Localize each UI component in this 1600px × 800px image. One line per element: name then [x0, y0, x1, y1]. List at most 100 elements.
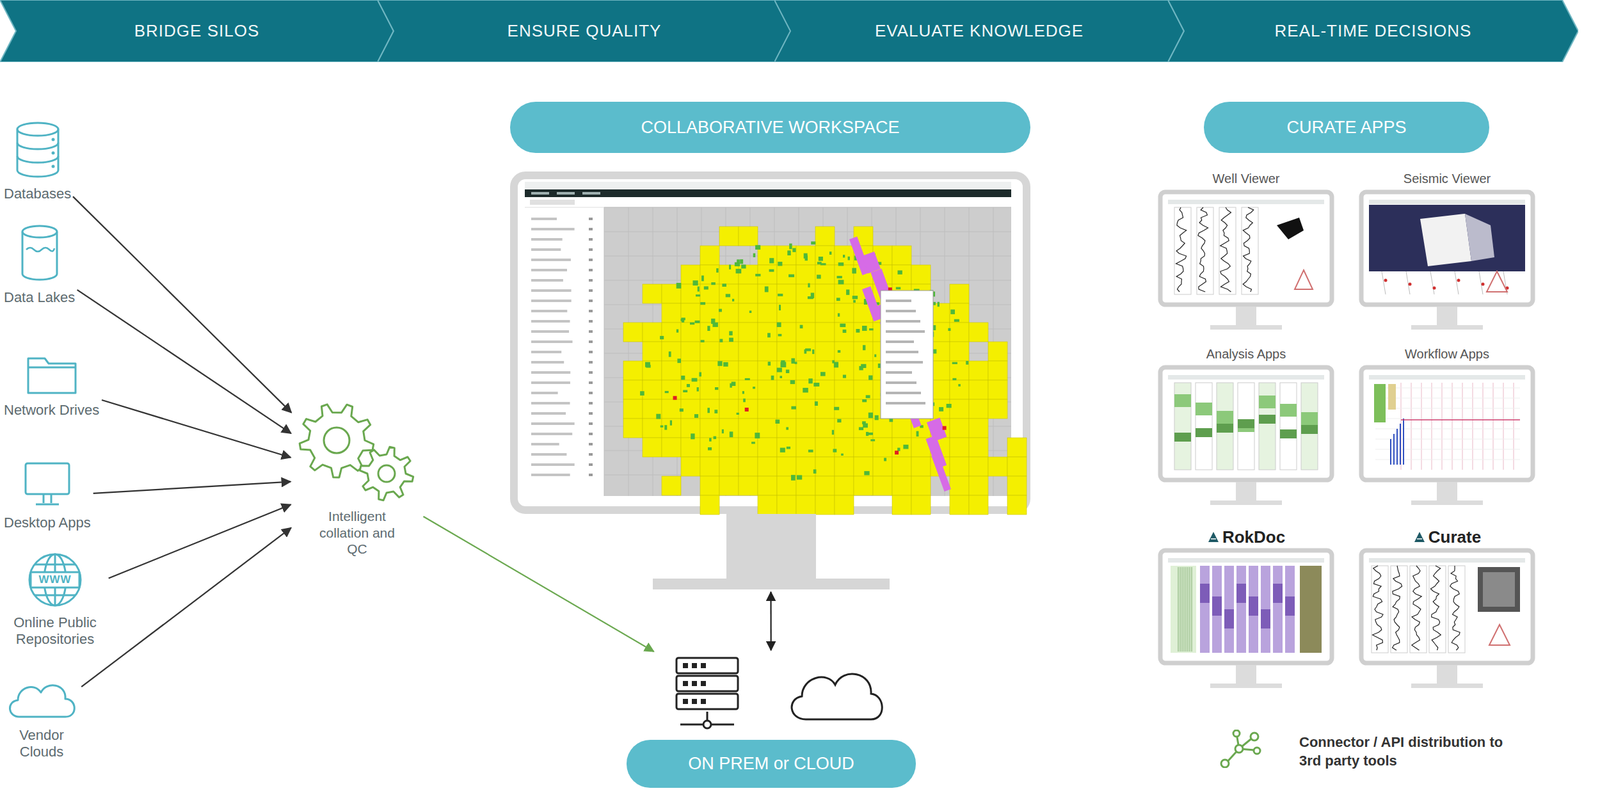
menu-item: [885, 401, 926, 405]
lease-block: [642, 341, 662, 361]
map-area: [604, 207, 1012, 496]
well-spot: [664, 391, 669, 393]
browser-bar: [524, 181, 1012, 190]
lease-block: [757, 399, 777, 419]
logo-triangle: [1414, 531, 1425, 543]
menu-item: [885, 391, 921, 395]
log-curve: [1242, 207, 1254, 292]
well-spot: [696, 387, 699, 392]
lease-block: [949, 284, 969, 304]
lease-block: [1007, 495, 1027, 515]
well-spot: [952, 378, 957, 381]
zone: [1280, 403, 1297, 417]
pill-node: CURATE APPS: [1203, 101, 1490, 153]
lease-block: [815, 226, 835, 246]
well-spot: [813, 469, 817, 473]
lease-block: [834, 495, 854, 515]
screen: [1168, 375, 1325, 473]
well-spot: [767, 332, 771, 338]
lease-block: [892, 264, 912, 285]
lease-block: [1007, 456, 1027, 477]
well-spot: [916, 431, 920, 437]
monitor-illustration: [510, 171, 1031, 590]
lease-block: [796, 303, 816, 323]
list-row: [531, 391, 559, 395]
data-lake-icon: [22, 225, 57, 238]
connector-icon: [1233, 730, 1240, 737]
connector-arrow: [423, 516, 655, 652]
lease-block: [911, 456, 931, 477]
list-row: [588, 299, 593, 303]
list-row: [531, 248, 561, 251]
well-spot: [743, 398, 746, 403]
red-marker: [942, 426, 947, 431]
well-spot: [838, 279, 845, 285]
grid-line: [1431, 382, 1433, 470]
server-icon: [682, 680, 688, 687]
grid-line: [1472, 382, 1474, 470]
server-icon: [691, 663, 697, 669]
menu-item: [885, 381, 917, 384]
lease-block: [700, 437, 720, 457]
lease-block: [757, 418, 777, 438]
list-row: [588, 473, 593, 477]
menu-item: [885, 371, 912, 374]
lease-block: [776, 360, 797, 381]
lease-block: [738, 380, 758, 400]
well-spot: [858, 426, 864, 431]
monitor-frame: [1160, 192, 1332, 305]
well-spot: [802, 387, 809, 393]
lease-block: [757, 341, 777, 361]
red-marker: [744, 407, 749, 412]
well-spot: [791, 474, 796, 481]
screen: [1168, 199, 1325, 297]
list-row: [531, 401, 571, 405]
map-grid: [604, 231, 1012, 233]
lease-block: [815, 264, 835, 285]
monitor-stand: [1436, 306, 1458, 326]
lease-block: [757, 245, 777, 265]
server-icon: [700, 698, 706, 704]
lease-block: [738, 226, 758, 246]
list-row: [531, 238, 563, 241]
popup-menu: [880, 290, 934, 419]
lease-block: [700, 303, 720, 323]
lease-block: [738, 264, 758, 285]
lease-block: [680, 341, 701, 361]
list-row: [588, 350, 593, 354]
grid-line: [1375, 418, 1520, 420]
lease-block: [892, 456, 912, 477]
lease-block: [738, 284, 758, 304]
monitor-base: [1411, 325, 1483, 330]
lease-block: [680, 360, 701, 381]
well-spot: [717, 360, 722, 367]
lease-block: [853, 476, 873, 496]
lease-block: [642, 360, 662, 381]
well-spot: [701, 275, 704, 282]
lease-block: [700, 341, 720, 361]
well-spot: [689, 322, 695, 326]
well-spot: [721, 429, 724, 434]
list-row: [588, 227, 593, 231]
log-curve: [1198, 207, 1209, 292]
connector-arrow: [93, 481, 291, 494]
connector-icon: [1235, 744, 1243, 753]
well-spot: [803, 253, 808, 259]
log-line: [1187, 567, 1189, 652]
screen: [1368, 199, 1526, 297]
lease-block: [700, 399, 720, 419]
well-spot: [950, 309, 955, 315]
lease-block: [661, 360, 681, 381]
field-outline: [862, 286, 883, 322]
chevron-shape: [774, 0, 1184, 63]
lease-block: [853, 360, 873, 381]
logo-triangle: [1210, 538, 1216, 540]
well-spot: [728, 337, 734, 342]
log-track: [1241, 207, 1259, 295]
monitor-frame: [1361, 550, 1533, 664]
well-spot: [785, 426, 789, 430]
server-icon: [676, 693, 738, 710]
icon-box: [23, 460, 72, 509]
lease-block: [623, 418, 643, 438]
pill: COLLABORATIVE WORKSPACE: [510, 101, 1031, 153]
